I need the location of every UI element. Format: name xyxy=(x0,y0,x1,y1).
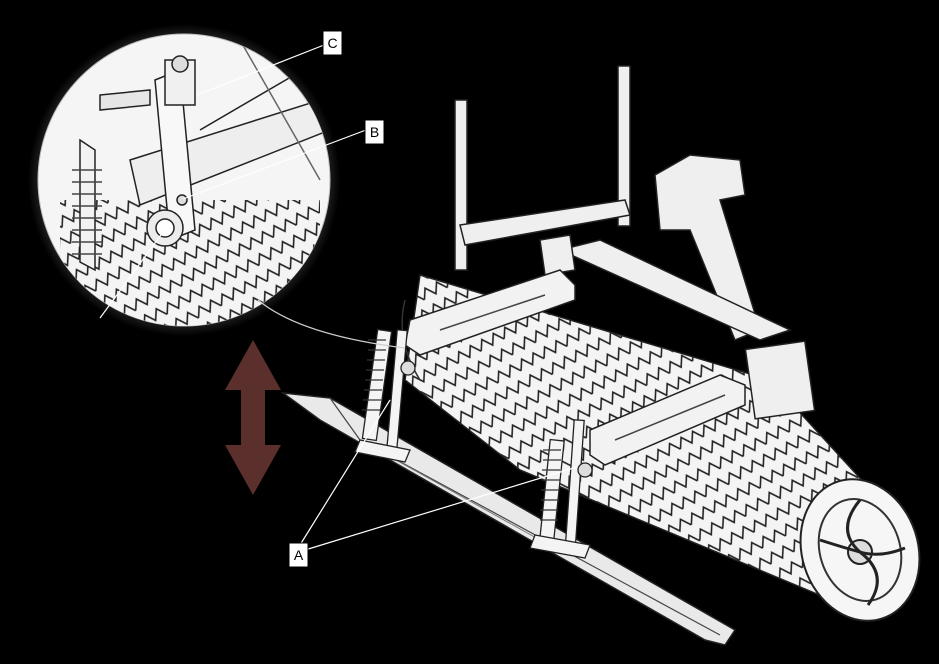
callout-label-a: A xyxy=(288,542,309,568)
three-point-hitch-frame xyxy=(454,65,816,420)
roller-wheel-hub xyxy=(799,478,921,622)
callout-text-b: B xyxy=(370,124,379,140)
callout-label-c: C xyxy=(322,30,343,56)
side-arm-right xyxy=(589,374,746,466)
up-down-adjustment-arrow xyxy=(225,340,281,495)
callout-text-a: A xyxy=(294,547,304,563)
detail-magnifier xyxy=(28,24,340,336)
callout-text-c: C xyxy=(327,35,337,51)
spring-assembly-left xyxy=(354,328,416,463)
callout-label-b: B xyxy=(364,119,385,145)
leader-lines xyxy=(99,44,578,551)
spring-assembly-right xyxy=(529,419,593,559)
